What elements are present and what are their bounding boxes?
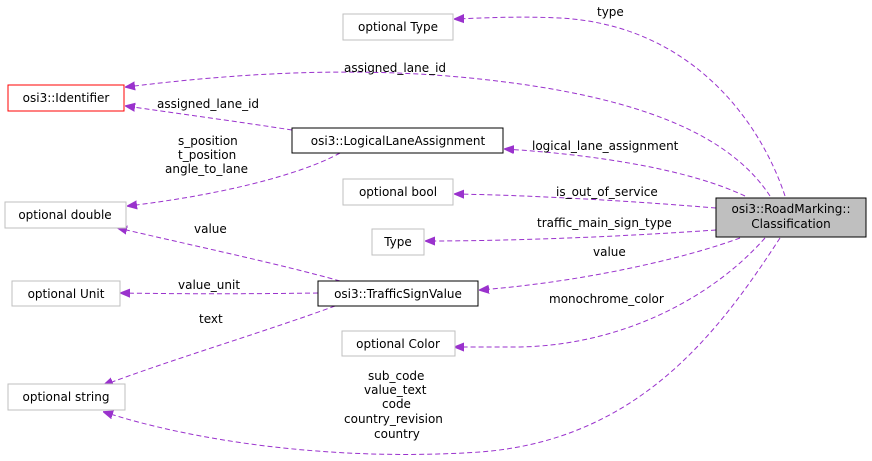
edge-label-sub-code: sub_code [368,369,424,383]
edge-label-value-text: value_text [364,383,427,397]
edge-value-tsv [480,237,741,290]
edge-traffic-main-sign-type [426,229,717,241]
node-label-optional-string: optional string [23,390,110,404]
edges: type assigned_lane_id assigned_lane_id s… [104,5,786,455]
edge-label-type: type [597,5,624,19]
edge-label-assigned-lane-id-lla: assigned_lane_id [157,97,259,111]
node-label-logical-lane-assignment: osi3::LogicalLaneAssignment [311,134,486,148]
edge-text [104,305,336,385]
node-label-classification-line2: Classification [751,217,830,231]
node-label-type: Type [383,235,412,249]
node-label-optional-color: optional Color [356,337,440,351]
node-label-optional-double: optional double [18,208,111,222]
node-optional-bool[interactable]: optional bool [342,178,454,206]
node-label-identifier: osi3::Identifier [23,91,110,105]
node-label-optional-unit: optional Unit [28,287,105,301]
edge-positions [128,152,341,206]
edge-monochrome-color [455,237,766,347]
edge-label-country-revision: country_revision [344,412,443,426]
edge-label-value-tsv: value [593,245,626,259]
edge-label-text: text [199,312,223,326]
edge-label-monochrome-color: monochrome_color [549,292,664,306]
node-traffic-sign-value[interactable]: osi3::TrafficSignValue [317,280,479,307]
edge-assigned-lane-id-lla [126,106,293,131]
edge-string-fields [104,237,781,455]
edge-label-assigned-lane-id-top: assigned_lane_id [344,61,446,75]
node-optional-double[interactable]: optional double [4,201,127,229]
edge-label-value-unit: value_unit [178,278,240,292]
edge-is-out-of-service [455,194,717,209]
edge-label-traffic-main-sign-type: traffic_main_sign_type [537,216,672,230]
edge-label-s-position: s_position [178,134,238,148]
node-type[interactable]: Type [371,228,425,256]
edge-label-is-out-of-service: is_out_of_service [556,185,658,199]
edge-label-angle-to-lane: angle_to_lane [165,162,248,176]
edge-label-code: code [382,397,411,411]
edge-label-t-position: t_position [178,148,236,162]
node-optional-color[interactable]: optional Color [341,330,456,357]
node-identifier[interactable]: osi3::Identifier [7,84,125,112]
node-label-optional-type: optional Type [358,20,438,34]
node-classification[interactable]: osi3::RoadMarking:: Classification [715,197,867,238]
nodes: optional Type osi3::Identifier osi3::Log… [4,13,867,411]
edge-label-logical-lane-assignment: logical_lane_assignment [532,139,679,153]
node-label-traffic-sign-value: osi3::TrafficSignValue [334,287,462,301]
edge-value-double [118,228,341,282]
node-optional-unit[interactable]: optional Unit [11,280,121,307]
node-label-classification-line1: osi3::RoadMarking:: [732,202,851,216]
edge-logical-lane-assignment [505,149,746,197]
edge-assigned-lane-id-top [126,71,771,197]
node-label-optional-bool: optional bool [359,185,437,199]
edge-label-country: country [374,427,420,441]
node-logical-lane-assignment[interactable]: osi3::LogicalLaneAssignment [291,127,504,154]
node-optional-string[interactable]: optional string [7,383,126,411]
edge-type [455,17,786,197]
node-optional-type[interactable]: optional Type [342,13,454,41]
edge-value-unit [121,293,319,294]
edge-label-value-double: value [194,222,227,236]
